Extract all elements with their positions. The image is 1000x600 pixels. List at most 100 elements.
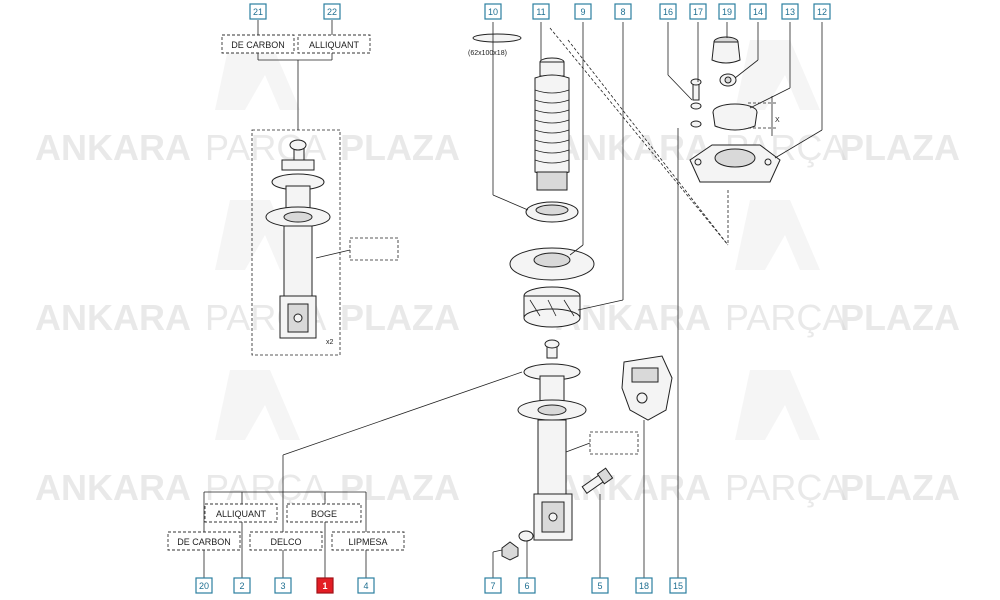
callout-number: 19 (722, 7, 732, 17)
ring-seal-icon (472, 33, 522, 43)
callout-4[interactable]: 4 (357, 577, 375, 594)
bump-stop-drawing (523, 286, 581, 328)
top-mount-group: X (667, 22, 823, 245)
callout-box (591, 577, 609, 594)
callout-number: 16 (663, 7, 673, 17)
callout-box (484, 3, 502, 20)
callout-box (614, 3, 632, 20)
dimension-label: X (775, 117, 780, 124)
callout-box (249, 3, 267, 20)
callout-number: 7 (490, 581, 495, 591)
callout-10[interactable]: 10 (484, 3, 502, 20)
callout-box (532, 3, 550, 20)
watermark-word-parca: PARÇA (725, 467, 846, 508)
watermark-row-2: ANKARA PARÇA PLAZA ANKARA PARÇA PLAZA (35, 297, 960, 338)
callout-6[interactable]: 6 (518, 577, 536, 594)
callout-number: 12 (817, 7, 827, 17)
callout-box (813, 3, 831, 20)
top-mount-plate-drawing (689, 144, 781, 183)
bolt-drawing (581, 467, 614, 495)
callout-12[interactable]: 12 (813, 3, 831, 20)
callout-2[interactable]: 2 (233, 577, 251, 594)
callout-number: 6 (524, 581, 529, 591)
callout-8[interactable]: 8 (614, 3, 632, 20)
callout-3[interactable]: 3 (274, 577, 292, 594)
svg-text:DE CARBON: DE CARBON (177, 537, 231, 547)
callout-number: 9 (580, 7, 585, 17)
brand-label-bottom-boge[interactable]: BOGE (286, 503, 362, 523)
brand-label-bottom-delco[interactable]: DELCO (249, 531, 323, 551)
watermark-word-plaza: PLAZA (340, 127, 460, 168)
callout-box (781, 3, 799, 20)
watermark-word-ankara: ANKARA (555, 127, 711, 168)
callout-20[interactable]: 20 (195, 577, 213, 594)
callout-box (635, 577, 653, 594)
callout-number: 18 (639, 581, 649, 591)
callout-number: 1 (322, 581, 327, 591)
callout-5[interactable]: 5 (591, 577, 609, 594)
callout-box (689, 3, 707, 20)
small-bolt-drawing (690, 78, 702, 128)
callout-7[interactable]: 7 (484, 577, 502, 594)
callout-16[interactable]: 16 (659, 3, 677, 20)
callout-number: 17 (693, 7, 703, 17)
callout-number: 11 (536, 7, 545, 17)
svg-text:DE CARBON: DE CARBON (231, 40, 285, 50)
callout-14[interactable]: 14 (749, 3, 767, 20)
callout-box (718, 3, 736, 20)
callout-11[interactable]: 11 (532, 3, 550, 20)
ring-size-label: (62x100x18) (468, 50, 507, 57)
callout-19[interactable]: 19 (718, 3, 736, 20)
svg-text:DELCO: DELCO (270, 537, 301, 547)
watermark-word-ankara: ANKARA (35, 127, 191, 168)
watermark-word-parca: PARÇA (205, 467, 326, 508)
brand-label-bottom-decarbon[interactable]: DE CARBON (167, 531, 241, 551)
brand-label-top-alliquant[interactable]: ALLIQUANT (297, 34, 371, 54)
watermark-row-3: ANKARA PARÇA PLAZA ANKARA PARÇA PLAZA (35, 467, 960, 508)
callout-21[interactable]: 21 (249, 3, 267, 20)
callout-18[interactable]: 18 (635, 577, 653, 594)
watermark-word-ankara: ANKARA (35, 297, 191, 338)
callout-box (669, 577, 687, 594)
brand-label-top-decarbon[interactable]: DE CARBON (221, 34, 295, 54)
left-strut-note-box (349, 237, 399, 261)
watermark-word-ankara: ANKARA (555, 467, 711, 508)
callout-number: 3 (280, 581, 285, 591)
watermark-word-plaza: PLAZA (340, 467, 460, 508)
knuckle-bracket-drawing (621, 355, 673, 421)
center-strut-group: (62x100x18) (282, 22, 729, 578)
brand-label-bottom-alliquant[interactable]: ALLIQUANT (204, 503, 278, 523)
washer-icon (518, 530, 534, 542)
callout-9[interactable]: 9 (574, 3, 592, 20)
svg-text:LIPMESA: LIPMESA (348, 537, 387, 547)
svg-text:ALLIQUANT: ALLIQUANT (309, 40, 360, 50)
callout-13[interactable]: 13 (781, 3, 799, 20)
callout-number: 8 (620, 7, 625, 17)
callout-number: 10 (488, 7, 498, 17)
callout-number: 14 (753, 7, 763, 17)
watermark-word-plaza: PLAZA (840, 297, 960, 338)
watermark-word-ankara: ANKARA (35, 467, 191, 508)
svg-text:BOGE: BOGE (311, 509, 337, 519)
callout-22[interactable]: 22 (323, 3, 341, 20)
svg-text:ALLIQUANT: ALLIQUANT (216, 509, 267, 519)
left-strut-frame (251, 129, 341, 356)
cup-washer-drawing (712, 103, 758, 131)
callout-number: 4 (363, 581, 368, 591)
callout-number: 20 (199, 581, 209, 591)
callout-17[interactable]: 17 (689, 3, 707, 20)
center-strut-note-box (589, 431, 639, 455)
callout-1[interactable]: 1 (316, 577, 334, 594)
callout-number: 2 (239, 581, 244, 591)
watermark-word-ankara: ANKARA (555, 297, 711, 338)
brand-label-bottom-lipmesa[interactable]: LIPMESA (331, 531, 405, 551)
watermark-word-plaza: PLAZA (840, 127, 960, 168)
nut-icon (501, 541, 519, 561)
callout-box (233, 577, 251, 594)
watermark-word-plaza: PLAZA (340, 297, 460, 338)
main-strut-drawing (517, 339, 587, 541)
callout-box (195, 577, 213, 594)
callout-15[interactable]: 15 (669, 577, 687, 594)
